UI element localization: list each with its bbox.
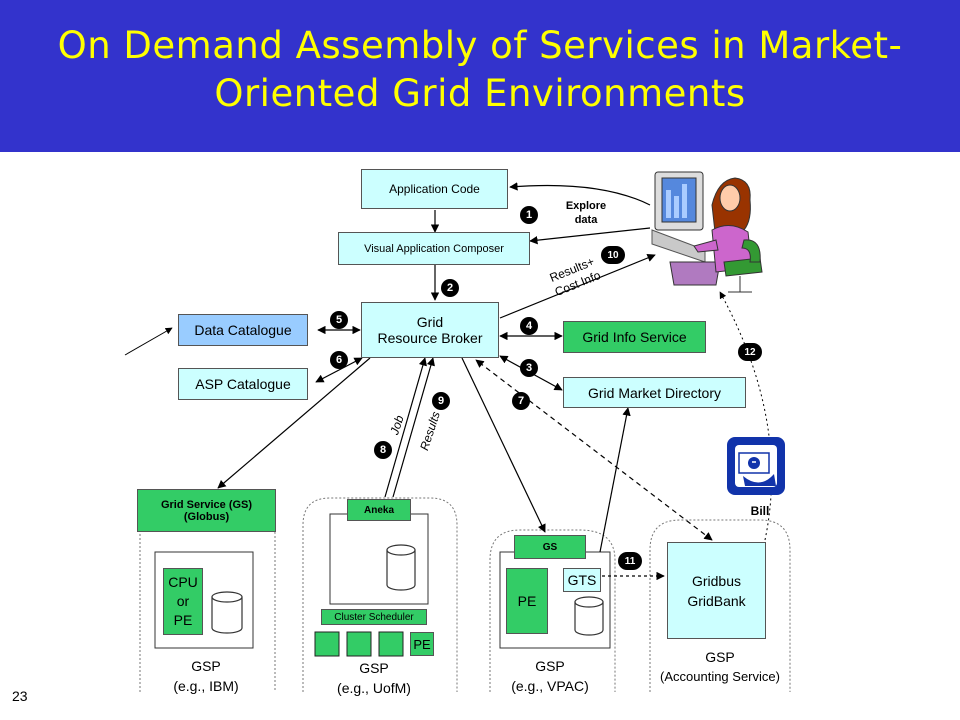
- gsp-vpac-name: GSP: [535, 658, 565, 674]
- slide-title-line2: Oriented Grid Environments: [214, 72, 746, 115]
- arrow-broker-gs: [461, 357, 546, 533]
- bill-label-text: Bill: [750, 504, 770, 518]
- arrow-gridbank-user: [719, 291, 773, 541]
- gsp-vpac-caption: GSP (e.g., VPAC): [490, 656, 610, 696]
- gs-box: GS: [514, 535, 586, 559]
- step-10-badge: 10: [601, 246, 625, 264]
- gsp-ibm-name: GSP: [191, 658, 221, 674]
- gsp-accounting-name: GSP: [705, 649, 735, 665]
- grid-info-service-label: Grid Info Service: [582, 329, 687, 345]
- arrow-broker-aspcatalogue: [315, 357, 363, 383]
- database-icon: [211, 591, 243, 634]
- grid-service-globus-box: Grid Service (GS) (Globus): [137, 489, 276, 532]
- step-6-badge: 6: [330, 351, 348, 369]
- step-12-badge: 12: [738, 343, 762, 361]
- user-at-computer-icon: [651, 171, 763, 293]
- or-label: or: [176, 593, 190, 609]
- explore-label-line2: data: [574, 214, 598, 226]
- pe-node-box: PE: [410, 632, 434, 656]
- pe-label: PE: [173, 612, 193, 628]
- gsp-ibm-example: (e.g., IBM): [173, 678, 239, 694]
- step-11-badge: 11: [618, 552, 642, 570]
- grid-market-directory-label: Grid Market Directory: [587, 384, 722, 401]
- step-1-badge: 1: [520, 206, 538, 224]
- gsp-accounting-caption: GSP (Accounting Service): [640, 647, 800, 687]
- gsp-uofm-caption: GSP (e.g., UofM): [313, 658, 435, 698]
- asp-catalogue-box: ASP Catalogue: [178, 368, 308, 400]
- explore-data-label: Explore data: [556, 199, 616, 227]
- incoming-arrow: [124, 327, 173, 356]
- data-catalogue-label: Data Catalogue: [194, 322, 292, 338]
- gridbank-box: Gridbus GridBank: [667, 542, 766, 639]
- slide-title: On Demand Assembly of Services in Market…: [0, 22, 960, 118]
- gts-box: GTS: [563, 568, 601, 592]
- gsp-uofm-container: [302, 497, 458, 692]
- pe-vpac-box: PE: [506, 568, 548, 634]
- data-catalogue-box: Data Catalogue: [178, 314, 308, 346]
- visual-composer-box: Visual Application Composer: [338, 232, 530, 265]
- gsp-uofm-name: GSP: [359, 660, 389, 676]
- gridbank-label-line2: GridBank: [687, 592, 746, 609]
- gsp-vpac-example: (e.g., VPAC): [511, 678, 589, 694]
- step-4-badge: 4: [520, 317, 538, 335]
- broker-label-line1: Grid: [416, 314, 444, 330]
- step-8-badge: 8: [374, 441, 392, 459]
- application-code-label: Application Code: [389, 182, 480, 196]
- step-3-badge: 3: [520, 359, 538, 377]
- arrow-broker-gridservice: [217, 357, 371, 489]
- money-hand-icon: [727, 437, 785, 495]
- gridbank-label-line1: Gridbus: [691, 572, 742, 589]
- arrow-user-appcode: [509, 182, 651, 206]
- step-5-badge: 5: [330, 311, 348, 329]
- gsp-vpac-container: [489, 529, 616, 692]
- gsp-ibm-caption: GSP (e.g., IBM): [150, 656, 262, 696]
- grid-market-directory-box: Grid Market Directory: [563, 377, 746, 408]
- pe-node-label: PE: [413, 636, 431, 652]
- cluster-scheduler-label: Cluster Scheduler: [334, 611, 414, 623]
- cluster-scheduler-box: Cluster Scheduler: [321, 609, 427, 625]
- arrow-gts-gmd: [599, 407, 631, 553]
- broker-label-line2: Resource Broker: [377, 330, 483, 346]
- database-icon: [574, 596, 604, 636]
- database-icon: [386, 544, 416, 591]
- aneka-label: Aneka: [363, 504, 394, 516]
- slide-title-line1: On Demand Assembly of Services in Market…: [57, 24, 903, 67]
- cpu-label: CPU: [168, 574, 198, 590]
- application-code-box: Application Code: [361, 169, 508, 209]
- gsp-accounting-example: (Accounting Service): [660, 669, 780, 684]
- explore-label-line1: Explore: [565, 200, 607, 212]
- arrow-user-composer: [529, 227, 651, 245]
- page-number: 23: [12, 688, 28, 704]
- gsp-uofm-example: (e.g., UofM): [337, 680, 411, 696]
- grid-info-service-box: Grid Info Service: [563, 321, 706, 353]
- asp-catalogue-label: ASP Catalogue: [195, 376, 291, 392]
- arrow-results: [392, 357, 435, 498]
- title-banner: On Demand Assembly of Services in Market…: [0, 0, 960, 152]
- cluster-node: [314, 631, 340, 657]
- arrow-broker-user: [499, 253, 656, 319]
- step-9-badge: 9: [432, 392, 450, 410]
- cluster-node: [378, 631, 404, 657]
- cpu-or-pe-box: CPU or PE: [163, 568, 203, 635]
- cluster-node: [346, 631, 372, 657]
- grid-resource-broker-box: Grid Resource Broker: [361, 302, 499, 358]
- arrow-gridbank-broker: [475, 359, 713, 541]
- aneka-box: Aneka: [347, 499, 411, 521]
- visual-composer-label: Visual Application Composer: [364, 242, 504, 255]
- gs-label: GS: [542, 541, 558, 553]
- gts-label: GTS: [567, 572, 597, 588]
- step-2-badge: 2: [441, 279, 459, 297]
- bill-label: Bill: [740, 504, 780, 518]
- grid-service-label-line1: Grid Service (GS): [160, 498, 253, 511]
- pe-vpac-label: PE: [517, 593, 537, 609]
- step-7-badge: 7: [512, 392, 530, 410]
- grid-service-label-line2: (Globus): [183, 510, 230, 523]
- arrow-job: [384, 357, 427, 498]
